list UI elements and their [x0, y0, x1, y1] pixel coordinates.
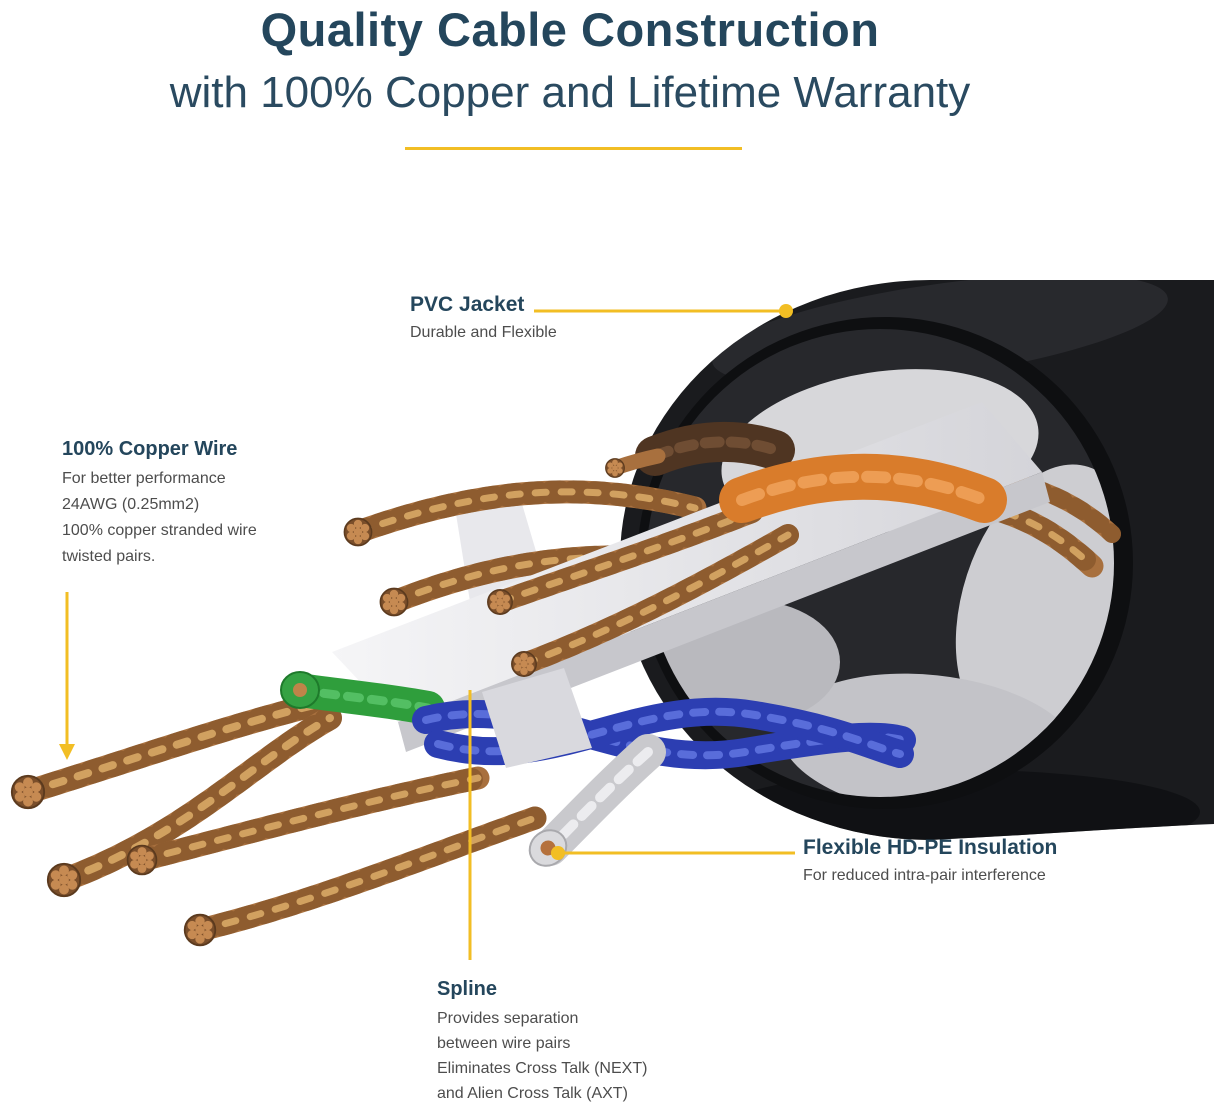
insulation-description: For reduced intra-pair interference	[803, 867, 1046, 884]
copper-wire-title: 100% Copper Wire	[62, 438, 238, 460]
callout-copper-wire: 100% Copper Wire For better performance …	[62, 438, 257, 570]
spline-description: Provides separation between wire pairs E…	[437, 1010, 648, 1102]
green-wire	[280, 671, 428, 708]
callout-insulation: Flexible HD-PE Insulation For reduced in…	[803, 836, 1057, 887]
pvc-jacket-title: PVC Jacket	[410, 293, 525, 316]
pvc-jacket-callout-dot	[779, 304, 793, 318]
copper-wire-callout-arrow	[59, 744, 75, 760]
copper-wire-description: For better performance 24AWG (0.25mm2) 1…	[62, 470, 257, 565]
insulation-title: Flexible HD-PE Insulation	[803, 836, 1058, 859]
page-subtitle: with 100% Copper and Lifetime Warranty	[169, 68, 971, 117]
title-underline	[405, 147, 742, 150]
pvc-jacket-description: Durable and Flexible	[410, 324, 557, 341]
copper-pair-long-left	[10, 704, 330, 898]
callout-lines	[59, 304, 795, 960]
orange-wire	[742, 477, 984, 500]
insulation-callout-dot	[551, 846, 565, 860]
callout-spline: Spline Provides separation between wire …	[437, 978, 647, 1106]
spline-title: Spline	[437, 978, 498, 1000]
spline-fin-lower	[482, 668, 592, 768]
page-title: Quality Cable Construction	[260, 3, 880, 56]
callout-pvc-jacket: PVC Jacket Durable and Flexible	[410, 293, 557, 344]
